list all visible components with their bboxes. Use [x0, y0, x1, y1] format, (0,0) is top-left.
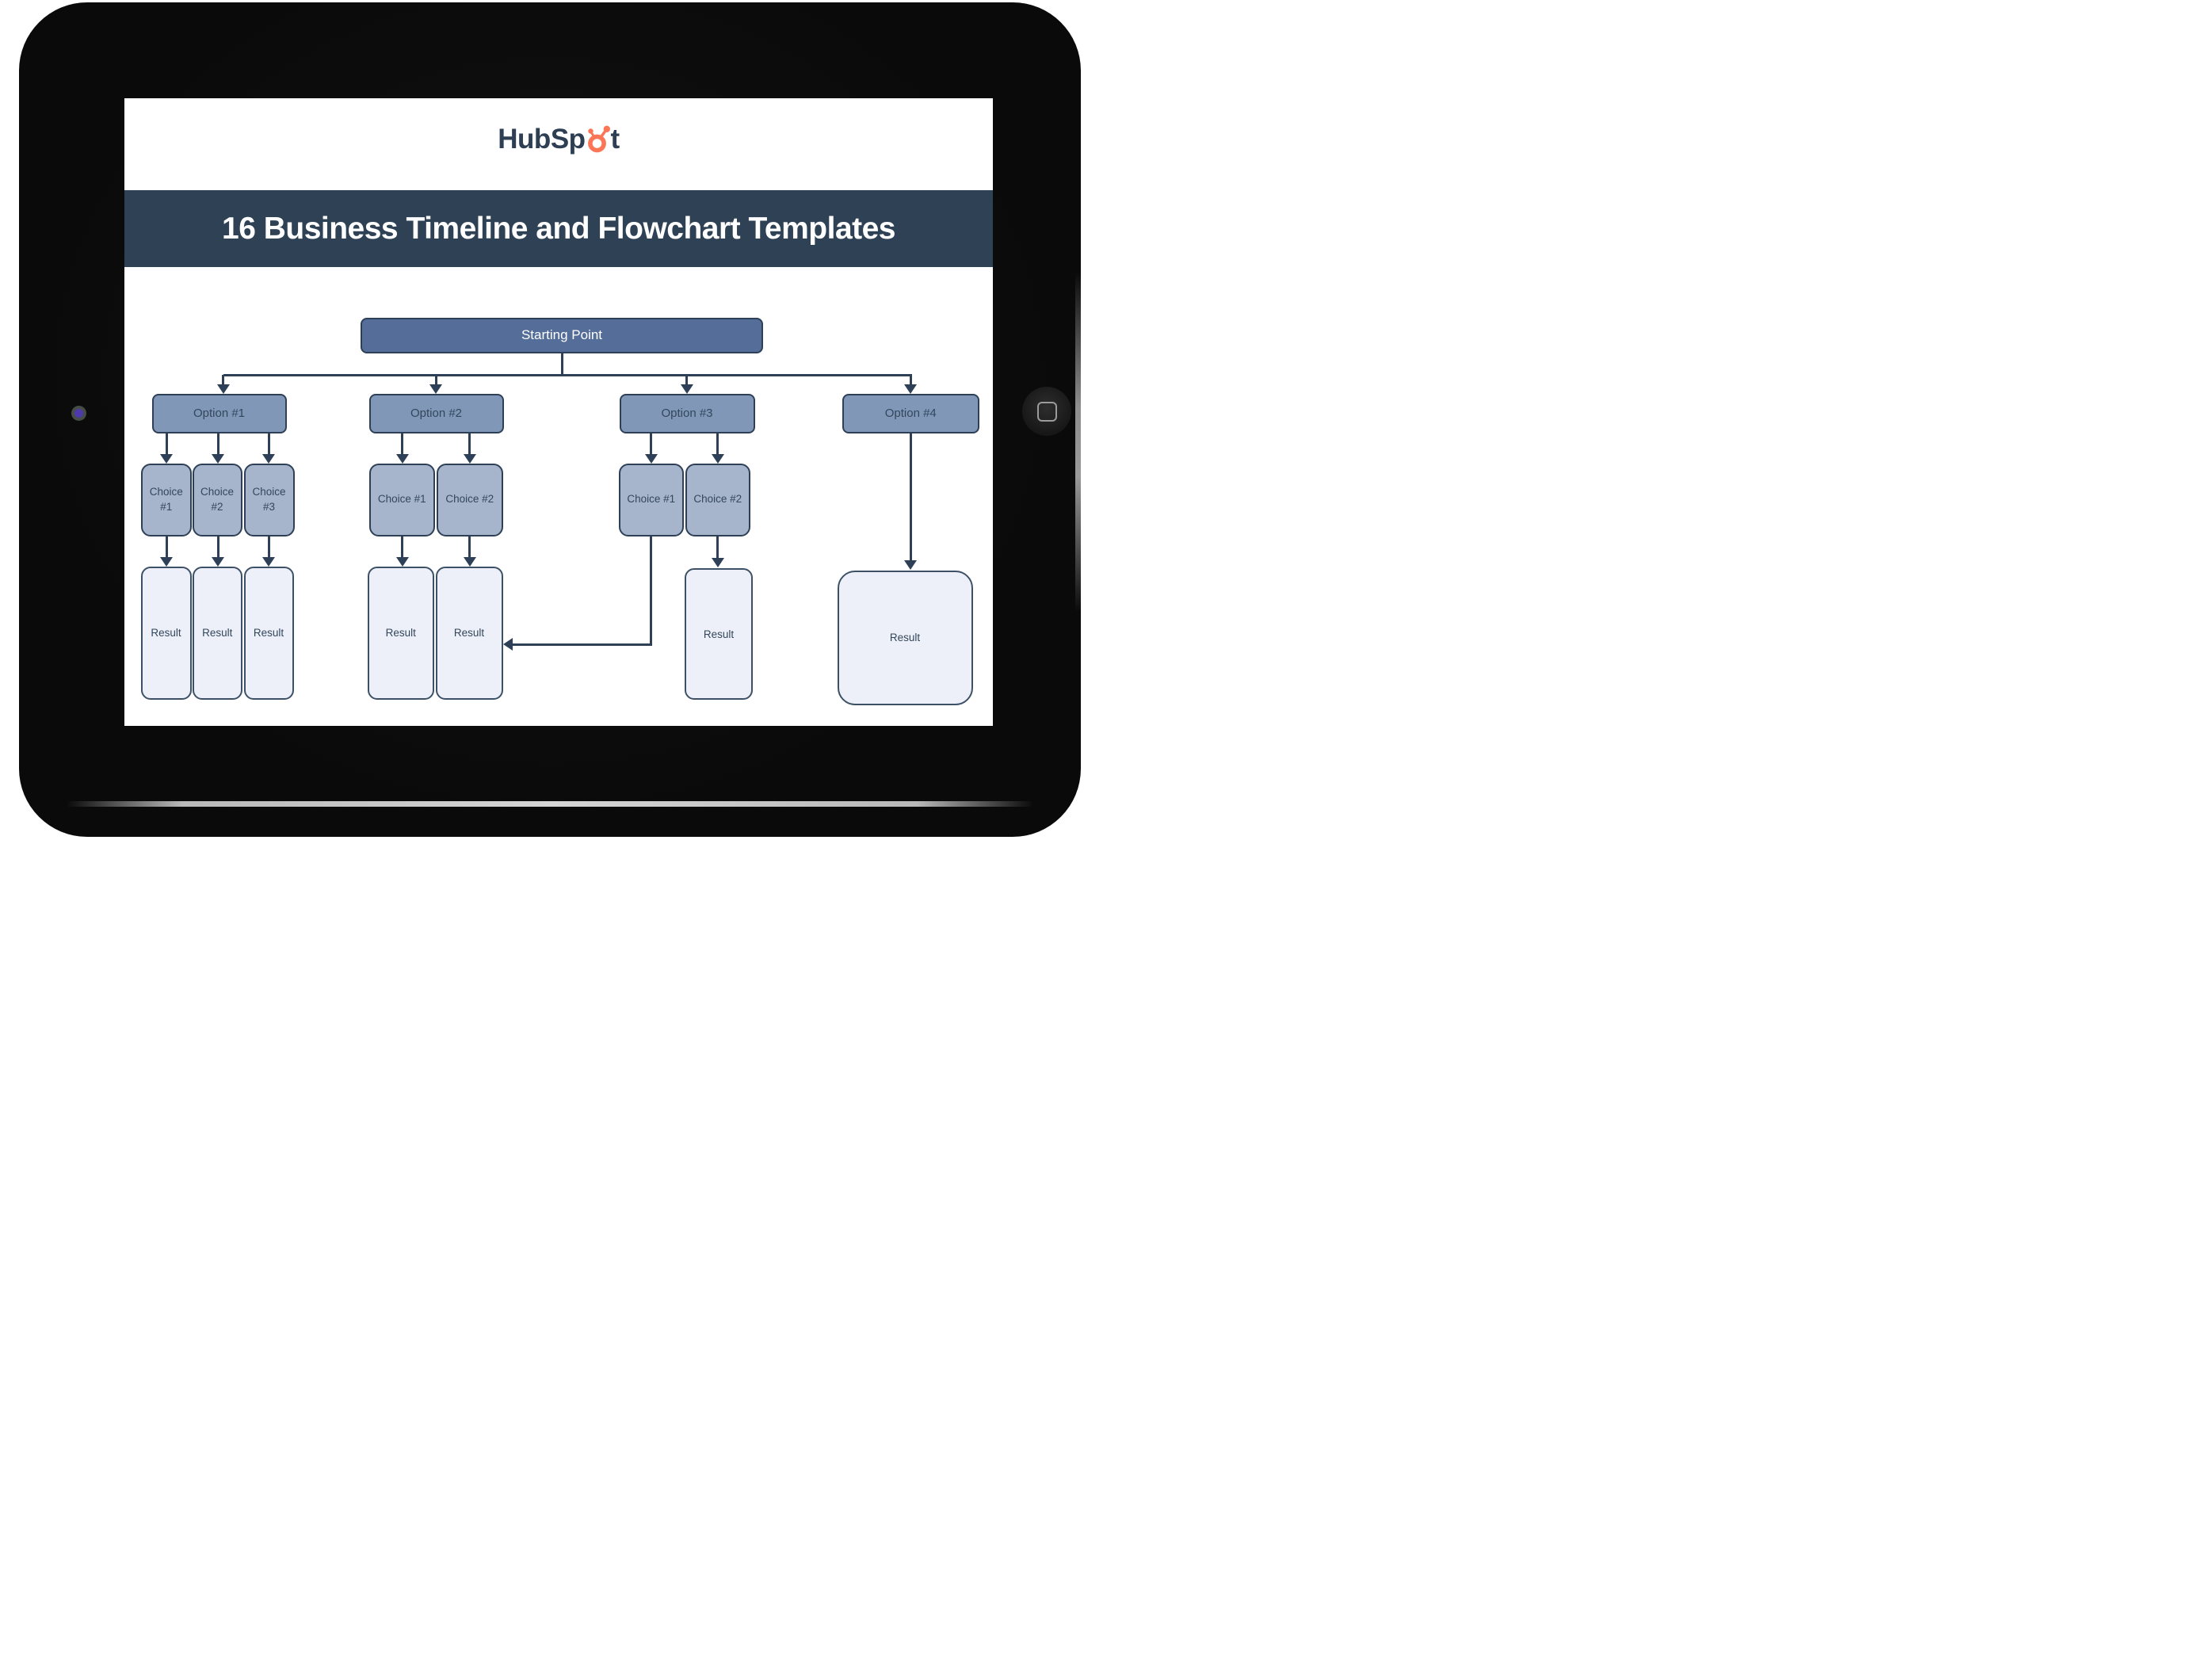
arrowhead-down-icon	[680, 384, 693, 394]
connector-line	[434, 375, 437, 384]
arrowhead-down-icon	[711, 453, 724, 464]
arrowhead-down-icon	[160, 453, 173, 464]
connector-line	[216, 433, 219, 455]
option3-choice-2-node: Choice #2	[685, 463, 750, 536]
arrowhead-down-icon	[904, 560, 917, 570]
connector-line	[512, 643, 652, 646]
arrowhead-down-icon	[212, 556, 224, 567]
option1-result-2-node: Result	[193, 566, 242, 700]
hubspot-logo-text-left: HubSp	[498, 124, 586, 155]
connector-line	[650, 433, 652, 455]
title-banner: 16 Business Timeline and Flowchart Templ…	[124, 190, 993, 267]
option-2-node: Option #2	[368, 393, 504, 433]
option-1-node: Option #1	[151, 393, 287, 433]
connector-line	[909, 375, 912, 384]
hubspot-logo-text-right: t	[610, 124, 620, 155]
option1-choice-3-node: Choice #3	[243, 463, 295, 536]
arrowhead-down-icon	[429, 384, 442, 394]
connector-line	[267, 433, 270, 455]
home-rounded-square-icon	[1036, 401, 1057, 422]
connector-line	[165, 433, 168, 455]
arrowhead-down-icon	[262, 453, 275, 464]
home-button[interactable]	[1022, 387, 1071, 436]
arrowhead-down-icon	[160, 556, 173, 567]
connector-line	[222, 375, 224, 384]
option-3-node: Option #3	[619, 393, 755, 433]
tablet-right-edge	[1075, 272, 1081, 613]
option2-choice-1-node: Choice #1	[368, 463, 435, 536]
arrowhead-down-icon	[262, 556, 275, 567]
connector-line	[716, 433, 719, 455]
connector-line	[401, 536, 403, 558]
option4-result-node: Result	[837, 570, 973, 705]
connector-line	[685, 375, 688, 384]
option2-result-2-node: Result	[435, 566, 503, 700]
arrowhead-down-icon	[644, 453, 658, 464]
option1-result-3-node: Result	[243, 566, 294, 700]
start-node: Starting Point	[361, 317, 763, 353]
connector-line	[468, 433, 471, 455]
option1-result-1-node: Result	[140, 566, 192, 700]
arrowhead-down-icon	[463, 556, 476, 567]
poster-title: 16 Business Timeline and Flowchart Templ…	[222, 211, 896, 246]
arrowhead-down-icon	[395, 556, 409, 567]
arrowhead-left-icon	[502, 638, 513, 651]
connector-line	[909, 433, 912, 562]
hubspot-logo: HubSp t	[124, 124, 993, 153]
arrowhead-down-icon	[212, 453, 224, 464]
connector-line	[401, 433, 403, 455]
arrowhead-down-icon	[463, 453, 476, 464]
option3-choice-1-node: Choice #1	[618, 463, 684, 536]
tablet-bottom-edge	[67, 801, 1033, 807]
connector-line	[216, 536, 219, 558]
connector-line	[560, 353, 563, 376]
hubspot-sprocket-icon	[587, 125, 610, 153]
option1-choice-2-node: Choice #2	[192, 463, 242, 536]
camera-lens	[74, 409, 83, 418]
option-4-node: Option #4	[842, 393, 979, 433]
poster-stage: HubSp t 16 Business Timeline and Flowcha…	[0, 0, 1094, 840]
option1-choice-1-node: Choice #1	[141, 463, 192, 536]
option2-choice-2-node: Choice #2	[436, 463, 503, 536]
connector-line	[267, 536, 270, 558]
arrowhead-down-icon	[904, 384, 917, 394]
camera-dot-icon	[71, 406, 86, 421]
connector-line	[468, 536, 471, 558]
option2-result-1-node: Result	[367, 566, 434, 700]
arrowhead-down-icon	[395, 453, 409, 464]
arrowhead-down-icon	[216, 384, 230, 394]
connector-line	[165, 536, 168, 558]
arrowhead-down-icon	[711, 558, 724, 567]
connector-line	[716, 536, 719, 559]
option3-result-node: Result	[685, 568, 753, 700]
connector-line	[223, 373, 912, 376]
tablet-frame: HubSp t 16 Business Timeline and Flowcha…	[19, 2, 1081, 837]
connector-line	[650, 536, 652, 646]
